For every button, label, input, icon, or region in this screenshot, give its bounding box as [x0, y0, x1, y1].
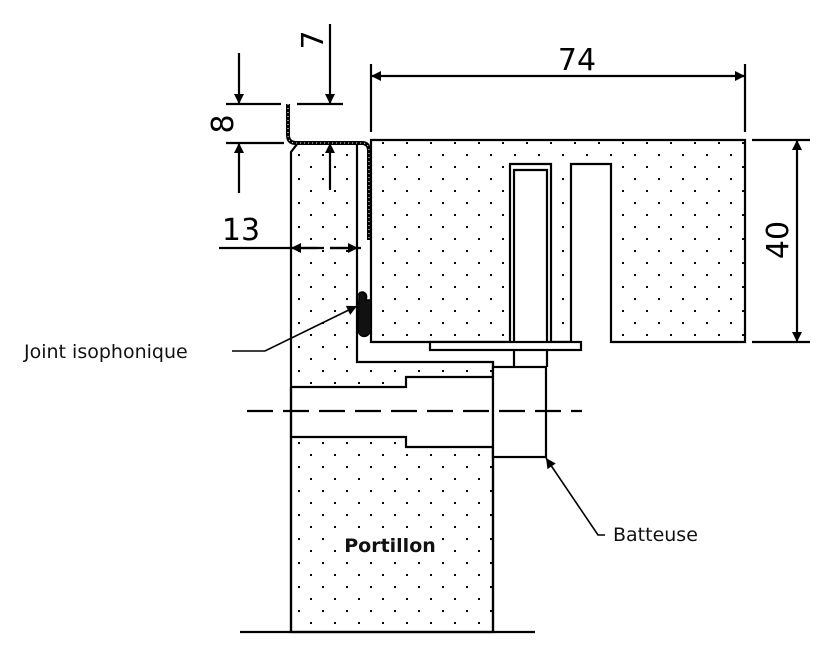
dim-8-label: 8: [206, 114, 241, 133]
seal-leader: [232, 305, 358, 352]
portillon-label: Portillon: [344, 535, 436, 557]
frame-profile: [369, 138, 747, 344]
dim-13-label: 13: [222, 213, 260, 248]
seal-label: Joint isophonique: [23, 341, 188, 363]
dim-74-label: 74: [558, 43, 596, 78]
frame-plate: [428, 340, 583, 352]
frame-channel: [508, 162, 553, 342]
leaf-upper: [289, 141, 495, 632]
dim-40-label: 40: [761, 221, 796, 259]
batteuse-label: Batteuse: [613, 524, 698, 546]
frame-channel-inner: [512, 168, 549, 367]
seal-joint: [357, 291, 372, 338]
batteuse-leader: [545, 457, 605, 536]
dim-7-label: 7: [296, 30, 331, 49]
